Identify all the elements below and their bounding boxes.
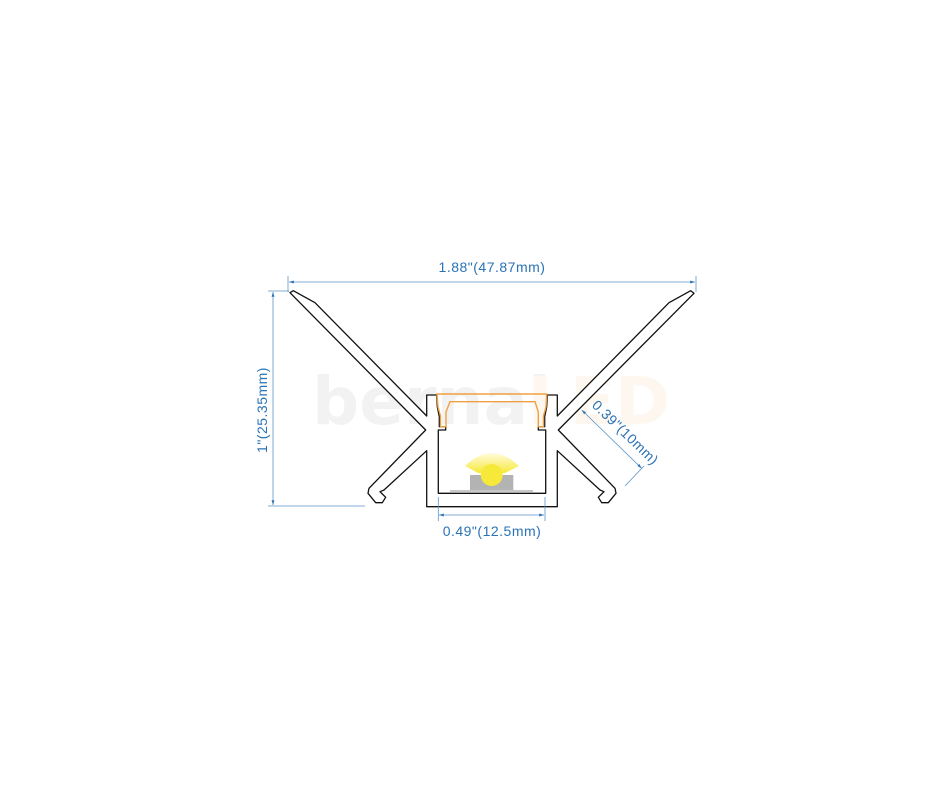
dimension-height	[268, 290, 365, 507]
pcb-strip	[450, 490, 533, 492]
width-label: 1.88"(47.87mm)	[439, 259, 546, 275]
diffuser-cover	[436, 393, 548, 428]
channel-width-label: 0.49"(12.5mm)	[443, 523, 542, 539]
dimension-channel-width	[437, 497, 546, 521]
dimension-width	[287, 276, 697, 292]
led-dome	[480, 464, 503, 486]
height-label: 1"(25.35mm)	[254, 367, 270, 453]
dimension-channel-depth	[581, 409, 645, 487]
light-beam	[465, 453, 519, 473]
aluminum-profile-outline	[289, 290, 695, 508]
led-strip	[450, 453, 533, 492]
